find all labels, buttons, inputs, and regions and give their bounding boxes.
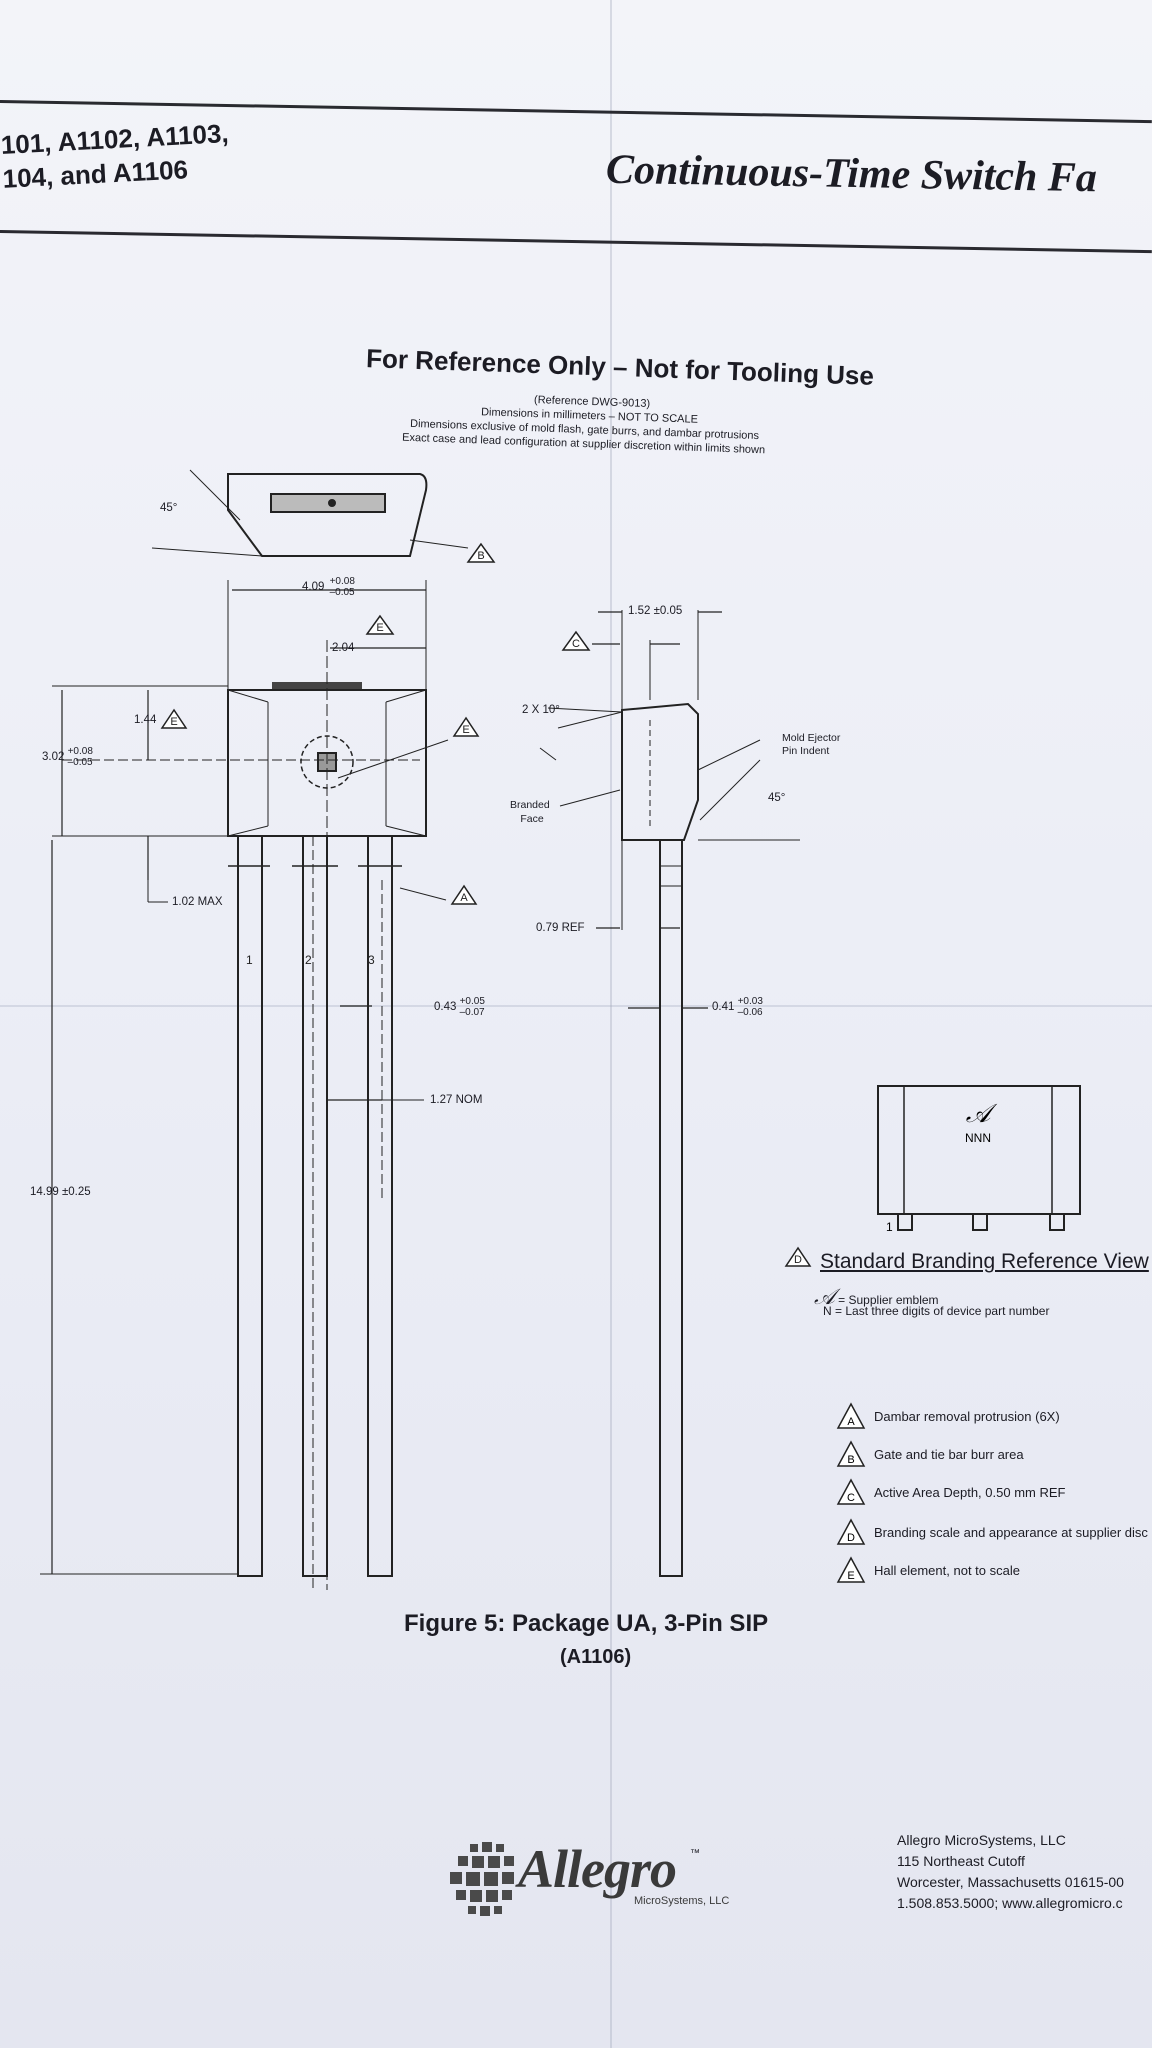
allegro-logo-wordmark: Allegro [518,1839,677,1899]
callout-c-letter: C [572,638,580,650]
callout-e-hall [452,716,480,737]
branding-pin-1 [897,1213,913,1231]
callout-d-letter: D [794,1254,802,1266]
dim-angle-top: 45° [160,502,178,514]
lead-2 [302,835,328,1577]
dim-ejector-label: Mold Ejector Pin Indent [782,732,841,757]
pin-number-1: 1 [246,953,253,967]
legend-triangle-a: A [836,1402,866,1429]
legend-text-a: Dambar removal protrusion (6X) [874,1408,1060,1424]
svg-text:C: C [847,1492,855,1504]
dim-lead-ref: 0.79 REF [536,922,585,934]
dim-body-width: 4.09 +0.08 –0.05 [302,576,355,598]
footer-contact: 1.508.853.5000; www.allegromicro.c [897,1895,1123,1911]
paper-fold-horizontal [0,1005,1152,1007]
legend-text-b: Gate and tie bar burr area [874,1446,1024,1462]
legend-text-c: Active Area Depth, 0.50 mm REF [874,1484,1066,1500]
callout-a-letter: A [460,892,468,904]
branding-pin-3 [1049,1213,1065,1231]
branding-legend-emblem: 𝒜 = Supplier emblem [814,1284,939,1310]
legend-text-e: Hall element, not to scale [874,1562,1020,1578]
footer-city: Worcester, Massachusetts 01615-00 [897,1874,1124,1890]
footer-street: 115 Northeast Cutoff [897,1853,1025,1869]
branding-title: Standard Branding Reference View [820,1250,1149,1273]
svg-text:B: B [847,1454,854,1466]
branding-pin-2 [972,1213,988,1231]
callout-a-lead [450,884,478,905]
branding-legend-emblem-text: = Supplier emblem [838,1293,939,1307]
paper-fold-vertical [610,0,612,2048]
side-view-body [621,702,699,841]
footer-company: Allegro MicroSystems, LLC [897,1832,1066,1848]
lead-3 [367,835,393,1577]
legend-triangle-d: D [836,1518,866,1545]
dim-lead-width: 0.43 +0.05 –0.07 [434,996,485,1018]
callout-d-branding [784,1246,812,1267]
legend-triangle-c: C [836,1478,866,1505]
legend-item-a: A Dambar removal protrusion (6X) [836,1402,1060,1430]
dim-pitch: 1.27 NOM [430,1094,483,1106]
side-view-lead [659,839,683,1577]
dim-angle-side: 45° [768,792,786,804]
legend-triangle-b: B [836,1440,866,1467]
callout-e-letter-3: E [462,724,469,736]
callout-e-letter-1: E [376,622,383,634]
allegro-logo-mosaic [450,1842,514,1916]
callout-b-top [466,542,496,563]
package-drawing: B E E E A C D 1 2 3 𝒜 NNN 1 [40,469,1081,1590]
callout-b-letter: B [477,550,484,562]
lead-1 [237,835,263,1577]
top-view-body [227,473,428,557]
callout-e-height [160,708,188,729]
branding-code: NNN [965,1131,991,1145]
dim-draft-angle: 2 X 10° [522,704,560,716]
dim-hall-offset-y: 1.44 [134,714,157,726]
figure-caption: Figure 5: Package UA, 3-Pin SIP [404,1610,769,1637]
pin-number-3: 3 [368,953,375,967]
svg-text:E: E [847,1570,854,1582]
dim-hall-offset-x: 2.04 [332,642,355,654]
branding-legend-n: N = Last three digits of device part num… [823,1304,1050,1318]
figure-subcaption: (A1106) [560,1646,632,1668]
top-view-gate-dot [328,499,336,507]
callout-e-width [365,614,395,635]
legend-item-e: E Hall element, not to scale [836,1556,1020,1584]
branding-legend-emblem-glyph: 𝒜 [814,1284,835,1309]
svg-text:D: D [847,1532,855,1544]
legend-item-d: D Branding scale and appearance at suppl… [836,1518,1148,1546]
legend-triangle-e: E [836,1556,866,1583]
branding-pin-one-label: 1 [886,1220,893,1234]
legend-text-d: Branding scale and appearance at supplie… [874,1524,1148,1540]
allegro-logo-tm: ™ [690,1848,700,1859]
dim-lead-thickness: 0.41 +0.03 –0.06 [712,996,763,1018]
legend-item-b: B Gate and tie bar burr area [836,1440,1024,1468]
callout-e-letter-2: E [170,716,177,728]
dim-overall-length: 14.99 ±0.25 [30,1186,91,1198]
allegro-logo-subtitle: MicroSystems, LLC [634,1895,730,1907]
svg-text:A: A [847,1416,855,1428]
branding-emblem: 𝒜 [966,1098,998,1128]
pin-number-2: 2 [305,953,312,967]
callout-c-side [561,630,591,651]
legend-item-c: C Active Area Depth, 0.50 mm REF [836,1478,1065,1506]
dim-thickness: 1.52 ±0.05 [628,605,683,617]
dim-branded-face-label: Branded Face [510,799,550,825]
dim-dambar: 1.02 MAX [172,896,223,908]
dim-body-height: 3.02 +0.08 –0.05 [42,746,93,768]
